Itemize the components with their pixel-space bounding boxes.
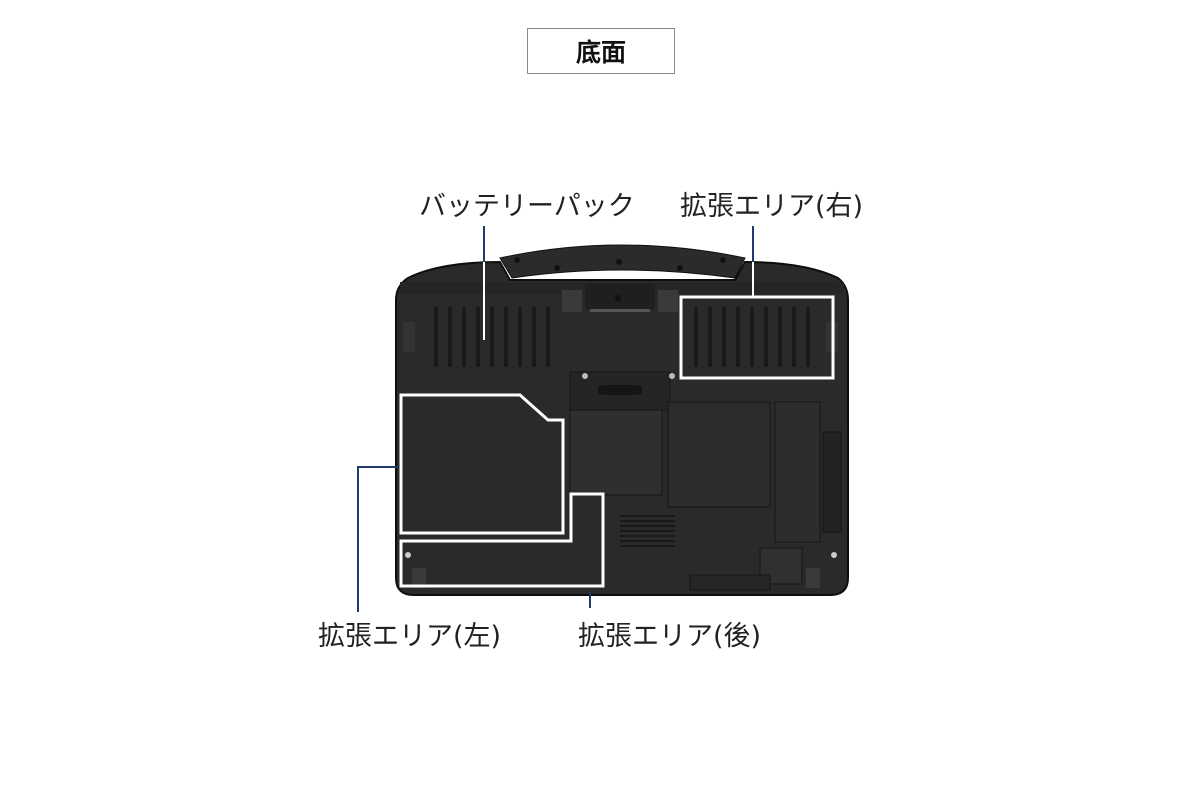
view-title: 底面: [527, 28, 675, 74]
highlight-expansion-right: [679, 295, 835, 380]
label-expansion-rear: 拡張エリア(後): [578, 621, 762, 652]
label-expansion-right: 拡張エリア(右): [680, 191, 864, 222]
carry-handle: [499, 244, 746, 279]
label-battery-pack: バッテリーパック: [419, 191, 635, 222]
laptop-body: [395, 260, 849, 596]
leader-lines: [357, 226, 754, 612]
highlight-expansion-rear: [399, 492, 605, 588]
label-expansion-left: 拡張エリア(左): [318, 621, 502, 652]
highlight-expansion-left: [399, 393, 565, 535]
